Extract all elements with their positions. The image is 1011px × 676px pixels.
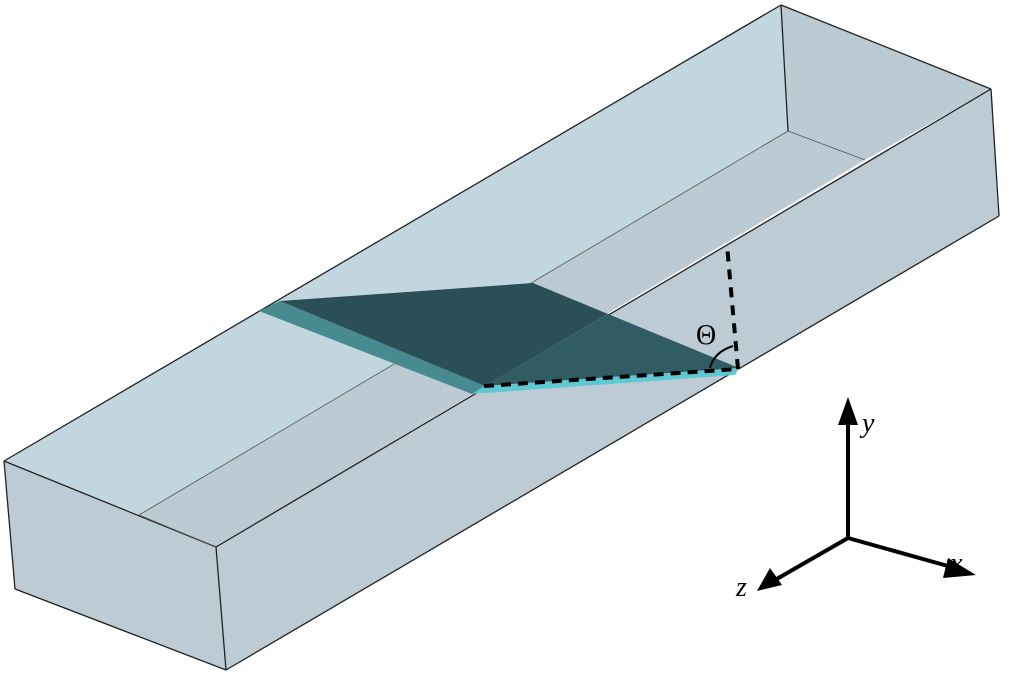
inner-back-wall — [4, 5, 788, 515]
dashed-hinge-line — [483, 367, 739, 388]
axes-triad — [757, 397, 976, 591]
y-axis-label: y — [859, 408, 875, 439]
plate-tilted-part — [485, 314, 739, 386]
plate-top — [280, 283, 608, 386]
y-arrowhead — [838, 397, 858, 425]
z-axis-label: z — [735, 572, 747, 603]
x-axis-label: x — [949, 548, 963, 579]
angle-arc — [709, 345, 734, 369]
inner-end-wall — [781, 5, 991, 160]
plate-side-edge — [259, 301, 485, 394]
z-arrowhead — [757, 568, 782, 591]
angle-label: Θ — [696, 320, 716, 351]
x-arrowhead — [943, 558, 976, 578]
dashed-vertical-line — [725, 244, 740, 370]
front-face — [4, 461, 226, 670]
